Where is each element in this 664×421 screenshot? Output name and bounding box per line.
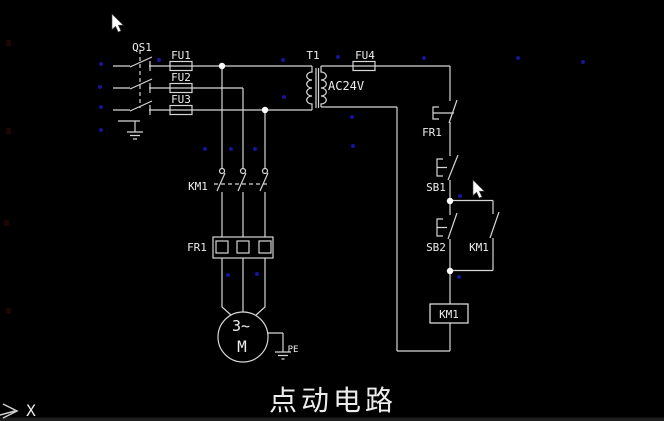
motor-letter-label[interactable]: M <box>237 337 247 356</box>
sb2-label[interactable]: SB2 <box>426 241 446 254</box>
ucs-x-label: X <box>26 401 36 420</box>
control-supply-wires[interactable] <box>321 65 451 352</box>
fr1-contact[interactable] <box>432 99 458 156</box>
motor-circle[interactable] <box>217 311 269 363</box>
supply-earth-symbol[interactable] <box>118 120 143 140</box>
fuse-fu1[interactable] <box>169 60 193 72</box>
km1-aux-contact[interactable] <box>450 199 500 272</box>
km1-main-label[interactable]: KM1 <box>188 180 208 193</box>
ac24v-label[interactable]: AC24V <box>328 79 364 93</box>
t1-label[interactable]: T1 <box>306 49 319 62</box>
fu2-label[interactable]: FU2 <box>171 71 191 84</box>
qs1-label[interactable]: QS1 <box>132 41 152 54</box>
blip-marks <box>98 55 585 279</box>
km1-aux-label[interactable]: KM1 <box>469 241 489 254</box>
fuse-fu2[interactable] <box>169 82 193 94</box>
pe-label[interactable]: PE <box>288 345 299 355</box>
km1-coil[interactable] <box>429 271 469 351</box>
fu4-label[interactable]: FU4 <box>355 49 375 62</box>
fu3-label[interactable]: FU3 <box>171 93 191 106</box>
transformer-t1[interactable] <box>306 66 327 110</box>
fr1-contact-label[interactable]: FR1 <box>422 126 442 139</box>
fuse-fu3[interactable] <box>169 104 193 116</box>
ucs-x-axis-icon <box>0 403 19 419</box>
sb2-button[interactable] <box>436 201 458 271</box>
fr1-heater-label[interactable]: FR1 <box>187 241 207 254</box>
km1-coil-label[interactable]: KM1 <box>439 308 459 321</box>
phase-wires[interactable] <box>149 65 312 168</box>
sb1-label[interactable]: SB1 <box>426 181 446 194</box>
motor-leads[interactable] <box>221 258 266 316</box>
km1-main-contacts[interactable] <box>214 167 270 238</box>
motor-earth-symbol[interactable] <box>267 332 291 360</box>
motor-phase-label[interactable]: 3~ <box>232 317 250 335</box>
qs1-switch[interactable] <box>113 50 153 115</box>
drawing-title[interactable]: 点动电路 <box>269 384 397 417</box>
cursor-arrow-icon-2 <box>472 179 485 199</box>
fu1-label[interactable]: FU1 <box>171 49 191 62</box>
cursor-arrow-icon <box>111 13 124 33</box>
window-bottom-edge <box>0 417 664 421</box>
sb1-button[interactable] <box>436 154 459 201</box>
junction-dots <box>218 62 454 275</box>
fuse-fu4[interactable] <box>352 60 376 72</box>
edge-marks <box>4 40 11 314</box>
